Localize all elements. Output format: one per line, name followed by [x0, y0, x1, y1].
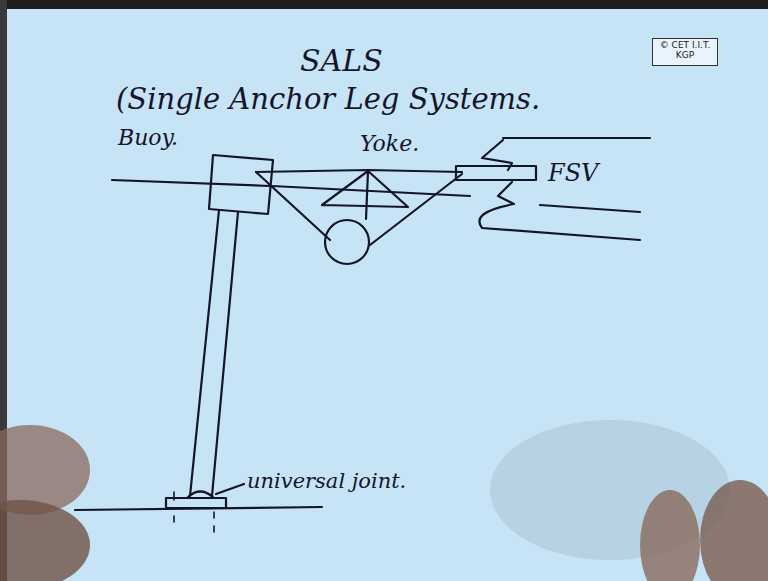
slide-title: SALS: [300, 44, 383, 77]
yoke-left-arm: [256, 172, 330, 240]
yoke-truss: [322, 171, 408, 207]
counterweight: [325, 220, 369, 264]
part-name: Buoy.: [118, 126, 178, 150]
watermark-box: © CET I.I.T. KGP: [652, 38, 718, 66]
subtitle: (Single Anchor Leg Systems.: [116, 84, 540, 116]
universal-joint-symbol: [188, 492, 213, 498]
presenter-hands: [0, 420, 768, 581]
part-name: FSV: [548, 160, 598, 186]
callout-label: universal joint.: [247, 470, 406, 493]
pile-ticks: [174, 492, 214, 532]
buoy-body: [209, 155, 273, 214]
anchor-leg: [190, 210, 219, 496]
anchor-leg: [212, 212, 238, 496]
yoke-king-post: [366, 171, 368, 219]
fsv-deck-line: [503, 137, 650, 139]
seabed-line: [75, 507, 322, 510]
frame-top-edge: [0, 0, 768, 9]
base-plate: [166, 498, 226, 508]
yoke-top-bar: [256, 170, 462, 172]
hand: [0, 500, 90, 581]
leader-line: [216, 484, 244, 494]
hand: [700, 480, 768, 581]
fsv-bow-lower: [479, 182, 640, 240]
part-name: Yoke.: [360, 132, 419, 156]
watermark-text: © CET I.I.T. KGP: [657, 41, 713, 61]
yoke-hinge-box: [456, 166, 536, 180]
finger: [640, 490, 700, 581]
